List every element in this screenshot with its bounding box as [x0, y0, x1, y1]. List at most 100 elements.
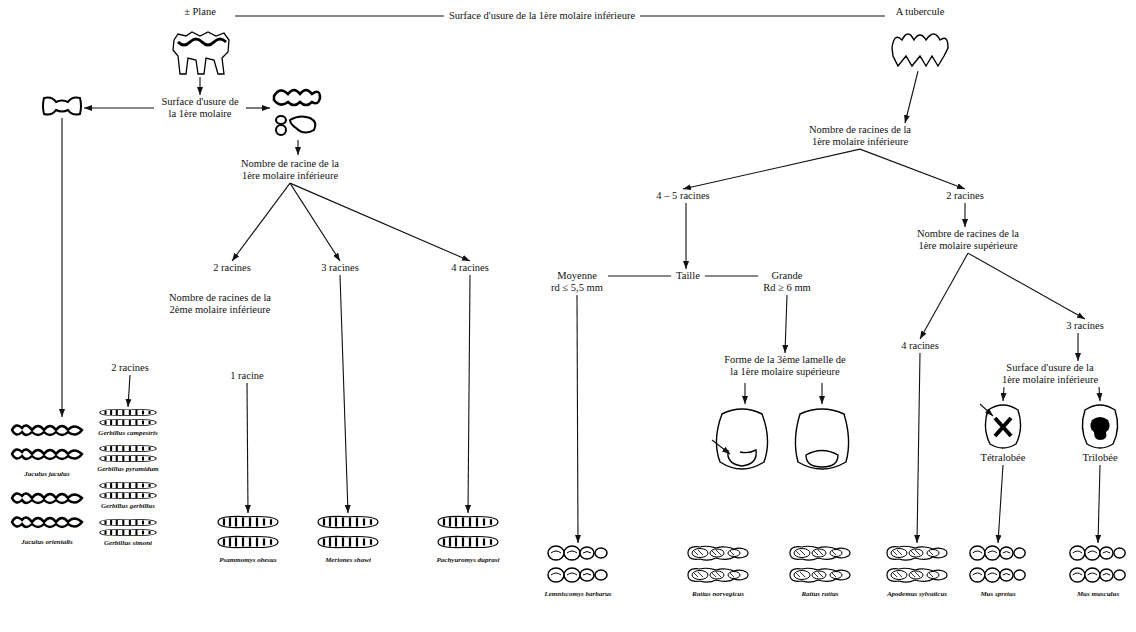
connector-arrow: [1077, 333, 1078, 361]
key-step: Nombre de racine de la 1ère molaire infé…: [231, 158, 350, 182]
tooth-row: [438, 516, 498, 527]
species-entry: Meriones shawi: [314, 514, 382, 564]
species-name: Mus spretus: [968, 590, 1028, 598]
connector-arrow: [998, 465, 1003, 543]
tooth-row: [970, 546, 1025, 560]
connector-arrow: [860, 149, 965, 189]
species-name: Pachyuromys duprasi: [436, 556, 500, 564]
connector-group: [128, 16, 1100, 543]
tooth-row: [100, 445, 156, 451]
connector-arrow: [199, 77, 200, 95]
lamella-icon: [795, 409, 848, 469]
key-step: Surface d'usure de la 1ère molaire infér…: [447, 10, 637, 22]
connector-arrow: [920, 253, 968, 339]
key-step: Moyennerd ≤ 5,5 mm: [549, 270, 605, 294]
connector-arrow: [577, 295, 578, 543]
tooth-row: [100, 519, 156, 525]
tooth-row: [970, 568, 1025, 582]
key-label: rd ≤ 5,5 mm: [551, 282, 603, 294]
tooth-row: [12, 493, 82, 503]
arrow-line: [821, 383, 822, 404]
key-label: Surface d'usure de la 1ère molaire infér…: [449, 10, 635, 22]
wear-surface-icon: [274, 90, 320, 135]
tooth-row: [218, 516, 278, 527]
key-label: Rd ≥ 6 mm: [763, 282, 810, 294]
connector-arrow: [247, 383, 248, 513]
key-step: A tubercule: [888, 6, 952, 70]
species-name: Gerbillus simoni: [98, 539, 158, 547]
species-name: Apodemus sylvaticus: [885, 590, 949, 598]
key-label: 2 racines: [111, 362, 149, 374]
connector-arrow: [683, 149, 860, 189]
species-entry: Mus musculus: [1066, 544, 1130, 598]
species-entry: Mus spretus: [966, 544, 1030, 598]
connector-arrow: [232, 183, 290, 261]
species-entry: Gerbillus simoni: [96, 518, 160, 547]
connector-line: [608, 275, 671, 276]
species-name: Jaculus orientalis: [10, 538, 84, 546]
wear-outline: [290, 116, 315, 132]
key-step: 3 racines: [319, 262, 361, 274]
wear-outline: [276, 125, 286, 135]
key-label: Surface d'usure de la 1ère molaire: [160, 96, 240, 120]
three-lobes: [1090, 417, 1109, 440]
flat-molar-icon: [173, 32, 229, 74]
key-step: Tétralobée: [979, 402, 1028, 464]
key-step: Nombre de racines de la 1ère molaire inf…: [801, 124, 920, 148]
key-step: 4 – 5 racines: [654, 190, 711, 202]
molar-outline: [892, 34, 948, 66]
tooth-row: [100, 409, 156, 415]
tooth-row: [688, 546, 748, 560]
tooth-row: [318, 536, 378, 547]
species-entry: Psammomys obesus: [214, 514, 282, 564]
tooth-row: [790, 568, 850, 582]
key-label: Taille: [676, 270, 700, 282]
key-label: Surface d'usure de la 1ère molaire infér…: [1000, 362, 1100, 386]
tooth-row: [887, 568, 947, 582]
key-label: 1 racine: [230, 370, 264, 382]
key-label: Nombre de racines de la 2ème molaire inf…: [163, 292, 278, 316]
wear-outline: [274, 90, 320, 105]
molar-outline: [1082, 405, 1117, 448]
tooth-row: [318, 516, 378, 527]
molar-outline: [716, 409, 767, 469]
key-label: Nombre de racine de la 1ère molaire infé…: [233, 158, 348, 182]
key-step: 4 racines: [899, 340, 941, 352]
key-label: 4 racines: [901, 340, 939, 352]
tooth-row: [100, 455, 156, 461]
key-step: Forme de la 3ème lamelle de la 1ère mola…: [719, 354, 851, 378]
closed-lamella: [806, 451, 838, 468]
key-label: Trilobée: [1080, 452, 1120, 464]
key-label: 2 racines: [946, 190, 984, 202]
connector-line: [705, 275, 758, 276]
tooth-row: [100, 492, 156, 498]
key-label: 3 racines: [321, 262, 359, 274]
trilobed-icon: [1082, 405, 1117, 448]
key-label: Moyenne: [551, 270, 603, 282]
tooth-row: [790, 546, 850, 560]
tooth-rows: [12, 409, 1125, 582]
tooth-row: [1070, 546, 1125, 560]
species-entry: Gerbillus pyramidum: [95, 444, 161, 473]
tetralobed-icon: [985, 405, 1020, 448]
tooth-row: [12, 425, 82, 435]
species-name: Gerbillus gerbillus: [98, 502, 158, 510]
species-entry: Pachyuromys duprasi: [434, 514, 502, 564]
arrow-line: [84, 107, 154, 108]
connector-arrow: [917, 353, 920, 543]
species-name: Mus musculus: [1068, 590, 1128, 598]
species-entry: Lemniscomys barbarus: [542, 544, 613, 598]
tooth-row: [438, 536, 498, 547]
key-step: 2 racines: [944, 190, 986, 202]
wear-outline: [276, 116, 286, 124]
key-step: Nombre de racines de la 2ème molaire inf…: [161, 292, 280, 316]
molar-outline: [985, 405, 1020, 448]
wear-surface-icon: [43, 98, 81, 115]
connector-arrow: [1098, 465, 1100, 543]
key-label: 4 – 5 racines: [656, 190, 709, 202]
tooth-row: [12, 517, 82, 527]
enamel-band: [178, 39, 226, 45]
